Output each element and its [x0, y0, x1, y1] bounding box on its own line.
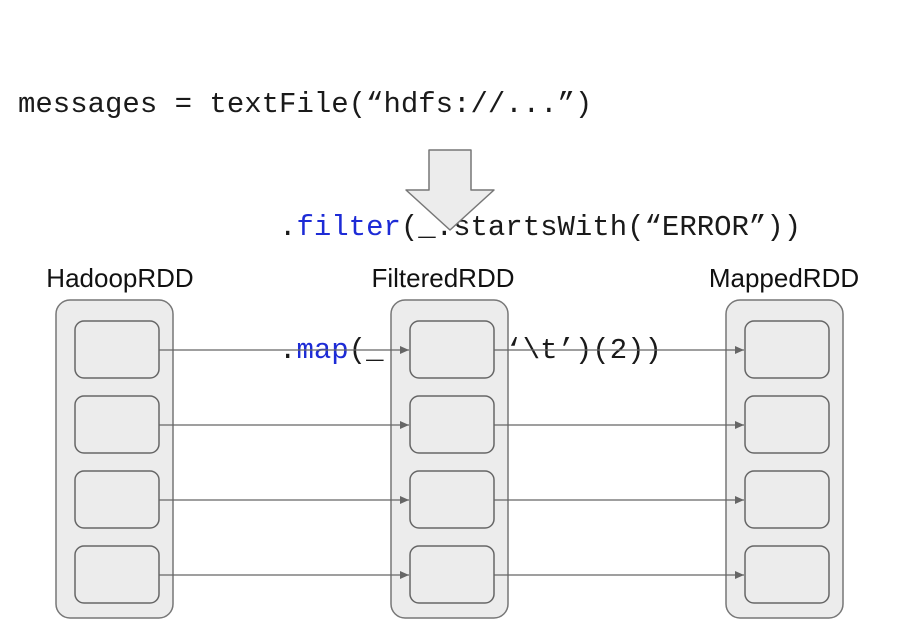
mappedrdd-partition-3 — [744, 470, 830, 529]
hadooprdd-partition-1 — [74, 320, 160, 379]
hadooprdd-label: HadoopRDD — [46, 263, 193, 293]
mappedrdd-partition-4 — [744, 545, 830, 604]
hadooprdd-partition-4 — [74, 545, 160, 604]
filteredrdd-partition-3 — [409, 470, 495, 529]
filteredrdd-partition-4 — [409, 545, 495, 604]
code-line-2: .filter(_.startsWith(“ERROR”)) — [18, 207, 801, 248]
filteredrdd-label: FilteredRDD — [371, 263, 514, 293]
code-line-1-text: messages = textFile(“hdfs://...”) — [18, 88, 593, 121]
filter-keyword: filter — [296, 211, 401, 244]
hadooprdd-partition-2 — [74, 395, 160, 454]
code-line-2-args: (_.startsWith(“ERROR”)) — [400, 211, 802, 244]
mappedrdd-partition-2 — [744, 395, 830, 454]
mappedrdd-partition-1 — [744, 320, 830, 379]
filteredrdd-container — [390, 299, 509, 619]
transform-down-arrow-icon — [405, 149, 495, 231]
filteredrdd-partition-1 — [409, 320, 495, 379]
mappedrdd-label: MappedRDD — [709, 263, 859, 293]
code-line-2-indent: . — [18, 211, 297, 244]
mappedrdd-container — [725, 299, 844, 619]
filteredrdd-partition-2 — [409, 395, 495, 454]
hadooprdd-container — [55, 299, 174, 619]
hadooprdd-partition-3 — [74, 470, 160, 529]
code-line-1: messages = textFile(“hdfs://...”) — [18, 84, 801, 125]
